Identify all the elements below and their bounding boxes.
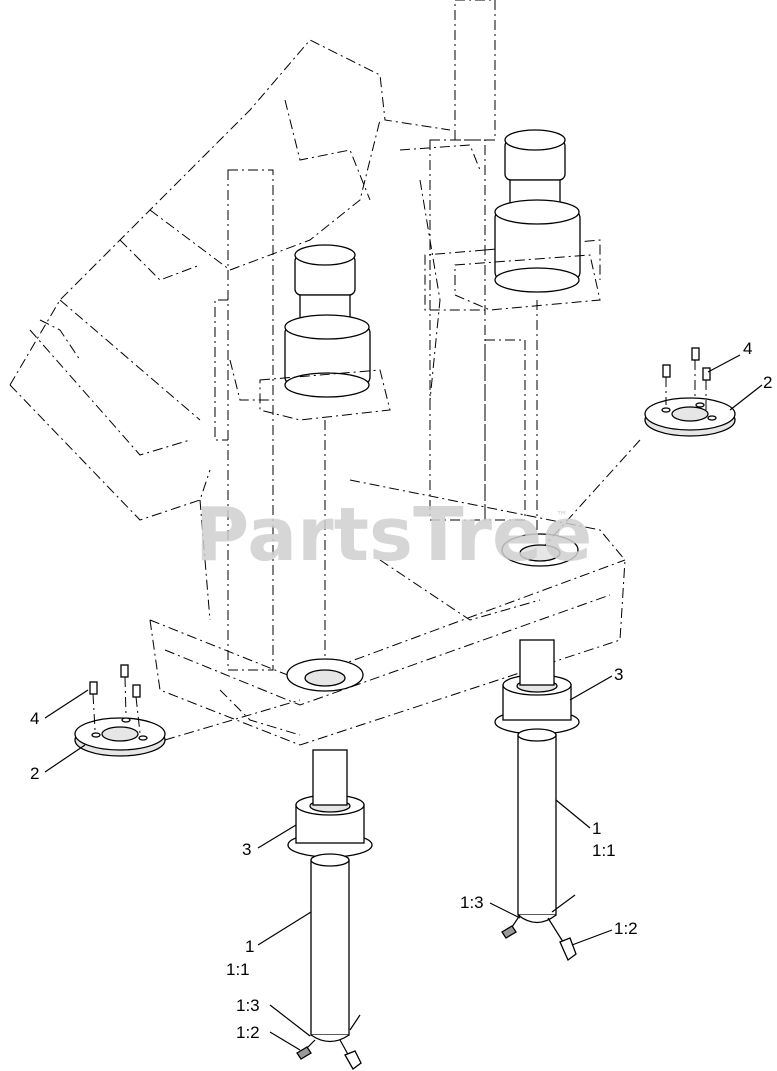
callout-4-left: 4 <box>30 709 39 728</box>
watermark: PartsTree ™ <box>195 492 592 578</box>
mast-columns <box>214 0 601 671</box>
callout-1-1-right: 1:1 <box>592 841 616 860</box>
right-flange-washer <box>544 397 736 546</box>
base-sockets <box>286 533 579 692</box>
right-cap-screws <box>662 347 711 410</box>
callout-labels: 4 2 4 2 3 3 1 1:1 1 1:1 1:3 1:2 1:3 1:2 <box>30 339 772 1042</box>
right-drive-motor <box>454 129 601 545</box>
left-flange-washer <box>74 699 301 757</box>
callout-1-right: 1 <box>592 819 601 838</box>
left-cylinder <box>296 749 362 1070</box>
callout-1-1-left: 1:1 <box>226 960 250 979</box>
left-cap-screws <box>89 664 141 734</box>
callout-2-right: 2 <box>763 373 772 392</box>
watermark-trademark: ™ <box>556 509 568 523</box>
callout-3-left: 3 <box>242 840 251 859</box>
left-drive-motor <box>259 244 391 690</box>
callout-1-2-left: 1:2 <box>236 1023 260 1042</box>
callout-4-right: 4 <box>743 339 752 358</box>
callout-1-2-right: 1:2 <box>614 919 638 938</box>
watermark-text: PartsTree <box>195 492 592 578</box>
callout-1-3-right: 1:3 <box>460 893 484 912</box>
leader-lines <box>44 354 763 1051</box>
callout-1-left: 1 <box>245 937 254 956</box>
callout-2-left: 2 <box>30 764 39 783</box>
callout-1-3-left: 1:3 <box>236 996 260 1015</box>
callout-3-right: 3 <box>614 665 623 684</box>
